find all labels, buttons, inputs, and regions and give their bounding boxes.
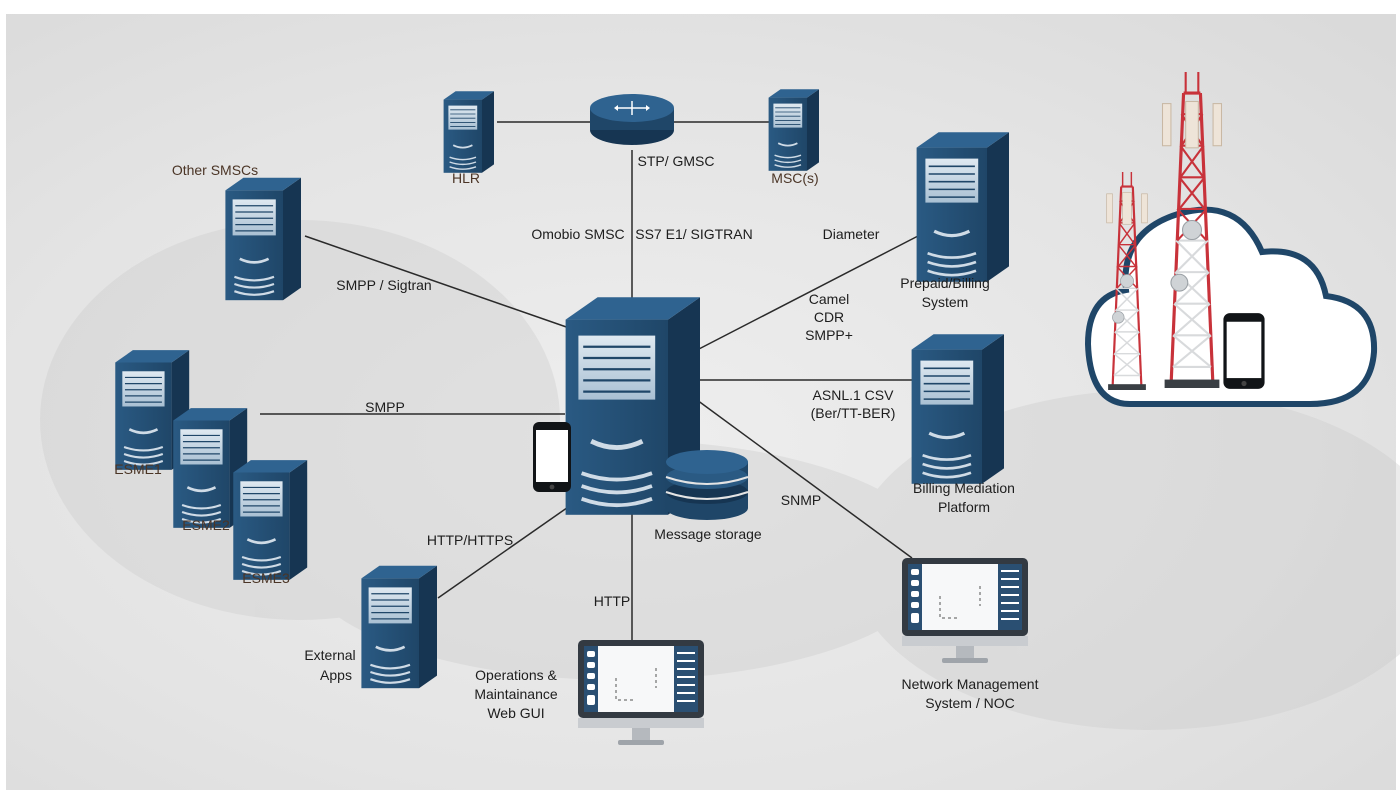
mobile-phone-icon [533,422,571,492]
snmp-link-label: SNMP [781,492,821,508]
other-smscs-server [224,176,303,302]
esme2-label: ESME2 [182,517,230,533]
external-apps-label-2: Apps [320,667,352,683]
nms-label-2: System / NOC [925,695,1014,711]
nms-label-1: Network Management [902,676,1039,692]
external-apps-label-1: External [304,647,355,663]
camel-link-label: Camel [809,291,849,307]
esme3-server [231,458,309,582]
http-link-label: HTTP [594,593,631,609]
ops-gui-label-1: Operations & [475,667,557,683]
ops-gui-label-2: Maintainance [474,686,557,702]
cdr-link-label: CDR [814,309,844,325]
smpp-sigtran-link-label: SMPP / Sigtran [336,277,431,293]
billing-mediation-server [909,332,1006,486]
diameter-link-label: Diameter [823,226,880,242]
msc-server [767,88,820,172]
prepaid-billing-server [914,130,1011,284]
stp-gmsc-label: STP/ GMSC [637,153,714,169]
mobile-phone-icon [1223,313,1265,389]
billing-mediation-label-1: Billing Mediation [913,480,1015,496]
prepaid-billing-label-1: Prepaid/Billing [900,275,990,291]
hlr-label: HLR [452,170,480,186]
message-storage-database [665,450,749,520]
smpp-plus-link-label: SMPP+ [805,327,853,343]
asnl-link-label-1: ASNL.1 CSV [813,387,895,403]
ops-gui-label-3: Web GUI [487,705,544,721]
billing-mediation-label-2: Platform [938,499,990,515]
cloud-network-icon [1084,72,1378,407]
msc-label: MSC(s) [771,170,818,186]
ss7-link-label: SS7 E1/ SIGTRAN [635,226,752,242]
hlr-server [442,90,495,174]
prepaid-billing-label-2: System [922,294,969,310]
omobio-smsc-label: Omobio SMSC [531,226,624,242]
esme3-label: ESME3 [242,570,290,586]
external-apps-server [360,564,439,690]
message-storage-label: Message storage [654,526,762,542]
http-https-link-label: HTTP/HTTPS [427,532,513,548]
smpp-link-label: SMPP [365,399,405,415]
other-smscs-label: Other SMSCs [172,162,258,178]
asnl-link-label-2: (Ber/TT-BER) [811,405,896,421]
esme1-label: ESME1 [114,461,162,477]
stp-gmsc-router [590,94,674,145]
